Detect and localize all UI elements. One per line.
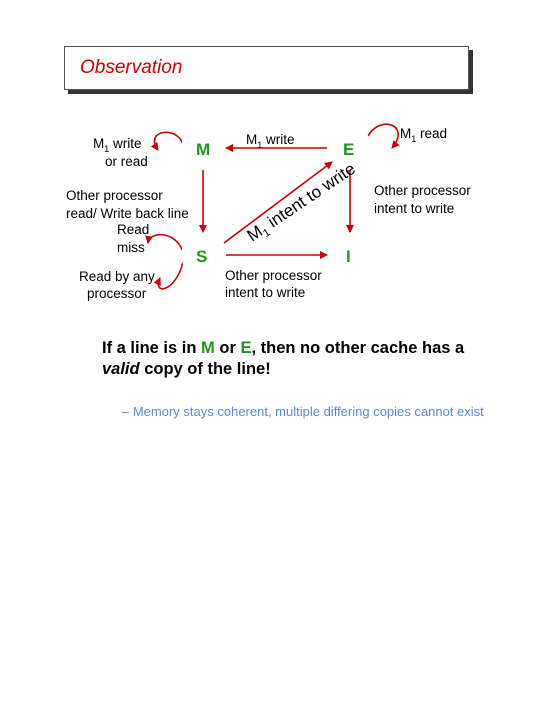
- state-e-label: E: [343, 140, 354, 159]
- loop-s-read-any: [153, 261, 184, 290]
- label-s-read-miss-line2: miss: [117, 240, 145, 255]
- statement-e: E: [240, 339, 252, 357]
- label-e-to-i-line1: Other processor: [374, 183, 471, 198]
- loop-m-self: [150, 131, 184, 151]
- statement-after: , then no other cache has a: [251, 339, 465, 357]
- label-m-self-line2: or read: [105, 154, 148, 169]
- bullet-point: – Memory stays coherent, multiple differ…: [122, 404, 484, 419]
- mesi-state-diagram: M E S I M1 write or read M1 write M1 rea…: [66, 123, 471, 301]
- label-s-read-miss-line1: Read: [117, 222, 149, 237]
- label-s-to-i-line2: intent to write: [225, 285, 305, 300]
- state-s-node: [181, 233, 225, 277]
- loop-e-self: [366, 123, 400, 149]
- loop-s-read-miss: [145, 233, 183, 251]
- main-statement: If a line is in M or E, then no other ca…: [102, 338, 502, 380]
- state-i-label: I: [346, 247, 351, 266]
- arrow-s-to-e: [223, 161, 333, 244]
- statement-or: or: [214, 339, 241, 357]
- label-m-self: M1 write: [93, 136, 142, 154]
- statement-end: copy of the line!: [139, 360, 271, 378]
- label-s-to-i-line1: Other processor: [225, 268, 322, 283]
- state-e-node: [328, 126, 372, 170]
- state-i-node: [328, 233, 372, 277]
- label-s-read-any-line1: Read by any: [79, 269, 155, 284]
- state-m-label: M: [196, 140, 210, 159]
- label-m-to-s-line2: read/ Write back line: [66, 206, 189, 221]
- label-m-to-e: M1 write: [246, 132, 295, 150]
- label-m-to-s-line1: Other processor: [66, 188, 163, 203]
- statement-valid: valid: [102, 360, 140, 378]
- label-s-read-any-line2: processor: [87, 286, 147, 301]
- state-m-node: [181, 126, 225, 170]
- state-s-label: S: [196, 247, 207, 266]
- statement-before: If a line is in: [102, 339, 202, 357]
- slide-title: Observation: [80, 57, 183, 78]
- statement-m: M: [201, 339, 215, 357]
- label-e-to-i-line2: intent to write: [374, 201, 454, 216]
- label-e-self: M1 read: [400, 126, 447, 144]
- title-box: Observation: [64, 46, 469, 90]
